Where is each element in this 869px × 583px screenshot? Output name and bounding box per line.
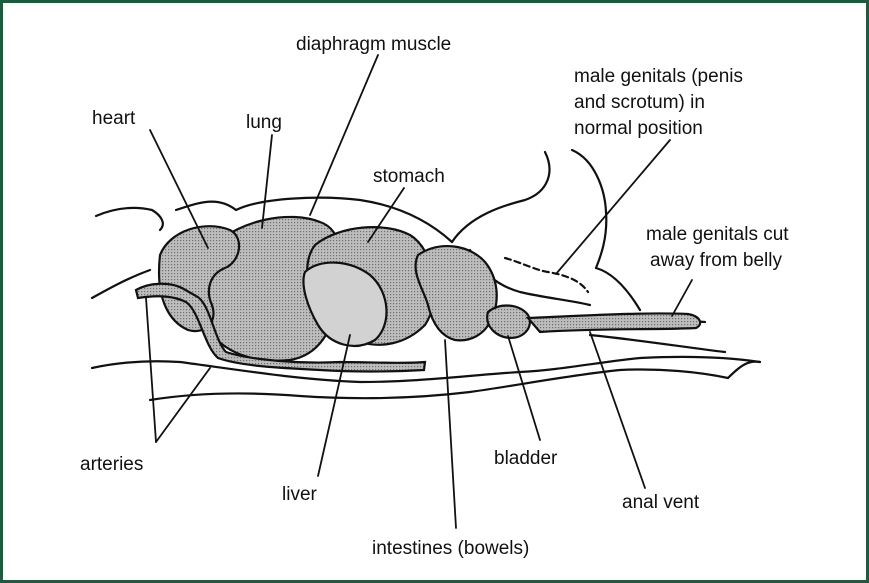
lung-leader [262, 135, 272, 228]
genitals-dashed-outline [505, 258, 588, 292]
label-genitals-cut-2: away from belly [650, 250, 782, 271]
label-lung: lung [246, 112, 282, 133]
label-intestines: intestines (bowels) [372, 538, 529, 559]
leg-front-outline [452, 152, 549, 242]
tail-lower-outline [590, 335, 725, 352]
label-stomach: stomach [373, 166, 445, 187]
label-bladder: bladder [494, 448, 558, 469]
genitals-cut-leader [672, 280, 692, 316]
label-anal-vent: anal vent [622, 492, 700, 513]
feather-tip-outline [728, 362, 760, 378]
anal-vent-leader [590, 332, 645, 488]
bladder-shape [487, 306, 530, 338]
bladder-leader [508, 336, 540, 440]
label-diaphragm: diaphragm muscle [296, 34, 451, 55]
liver-leader [318, 335, 350, 476]
genitals-cut-shape [528, 313, 700, 332]
label-arteries: arteries [80, 454, 143, 475]
intestines-shape [416, 246, 497, 340]
label-genitals-normal-3: normal position [574, 118, 703, 139]
feather-bottom-outline [150, 369, 728, 400]
label-genitals-cut-1: male genitals cut [646, 224, 789, 245]
diaphragm-leader [310, 55, 378, 215]
neck-outline [96, 208, 163, 230]
intestines-leader [445, 340, 456, 528]
label-genitals-normal-1: male genitals (penis [574, 66, 743, 87]
label-liver: liver [282, 484, 318, 505]
heart-leader [150, 130, 208, 248]
label-genitals-normal-2: and scrotum) in [574, 92, 705, 113]
arteries-leader-1 [146, 298, 156, 442]
label-heart: heart [92, 108, 136, 129]
arteries-leader-2 [156, 368, 210, 442]
organs [136, 217, 700, 372]
belly-top-outline [596, 268, 640, 310]
